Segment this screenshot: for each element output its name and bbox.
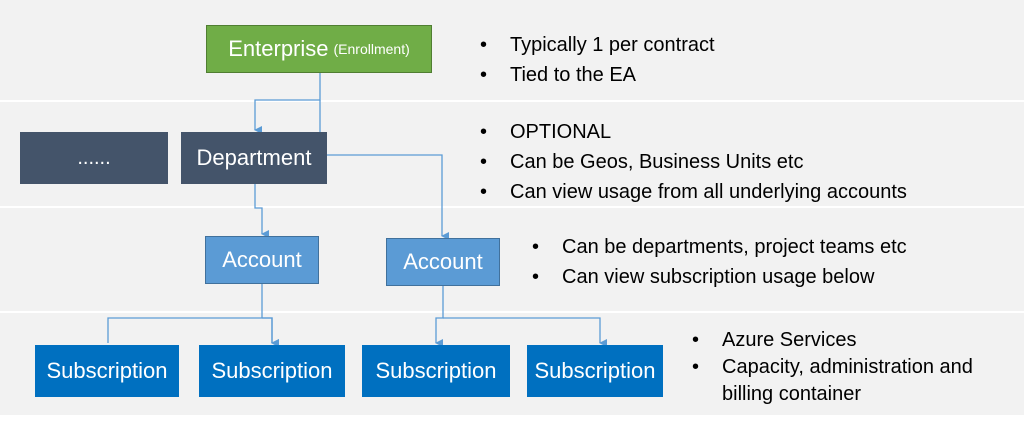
account-label: Account: [403, 249, 483, 274]
subscription-label: Subscription: [375, 358, 497, 383]
enterprise-label: Enterprise: [228, 36, 329, 61]
subscription-label: Subscription: [534, 358, 656, 383]
connector-account-right-subscription-4: [443, 317, 607, 347]
note-item: Typically 1 per contract: [476, 30, 715, 60]
placeholder-node[interactable]: ......: [20, 132, 168, 184]
placeholder-label: ......: [77, 146, 111, 169]
department-node[interactable]: Department: [181, 132, 327, 184]
subscription-label: Subscription: [211, 358, 333, 383]
subscription-notes: Azure Services Capacity, administration …: [688, 327, 1012, 408]
connector-department-account-left: [254, 184, 269, 238]
connector-enterprise-account-right: [319, 100, 449, 240]
subscription-label: Subscription: [46, 358, 168, 383]
enterprise-notes: Typically 1 per contract Tied to the EA: [476, 30, 715, 90]
account-node[interactable]: Account: [386, 238, 500, 286]
note-item: Can view usage from all underlying accou…: [476, 177, 907, 207]
subscription-node[interactable]: Subscription: [362, 345, 510, 397]
note-item: Capacity, administration and billing con…: [688, 354, 1012, 408]
subscription-node[interactable]: Subscription: [527, 345, 663, 397]
subscription-node[interactable]: Subscription: [199, 345, 345, 397]
connector-enterprise-department: [254, 73, 321, 134]
account-node[interactable]: Account: [205, 236, 319, 284]
connector-account-right-subscriptions: [435, 286, 444, 347]
note-item: Azure Services: [688, 327, 1012, 354]
note-item: Can be departments, project teams etc: [528, 232, 907, 262]
account-notes: Can be departments, project teams etc Ca…: [528, 232, 907, 292]
connector-account-left-subscriptions: [107, 284, 272, 343]
note-item: OPTIONAL: [476, 117, 907, 147]
department-label: Department: [196, 145, 312, 170]
note-item: Tied to the EA: [476, 60, 715, 90]
note-item: Can be Geos, Business Units etc: [476, 147, 907, 177]
department-notes: OPTIONAL Can be Geos, Business Units etc…: [476, 117, 907, 207]
enterprise-node[interactable]: Enterprise (Enrollment): [206, 25, 432, 73]
account-label: Account: [222, 247, 302, 272]
subscription-node[interactable]: Subscription: [35, 345, 179, 397]
connector-account-left-subscription-2: [262, 317, 279, 347]
enterprise-sublabel: (Enrollment): [333, 41, 410, 57]
note-item: Can view subscription usage below: [528, 262, 907, 292]
